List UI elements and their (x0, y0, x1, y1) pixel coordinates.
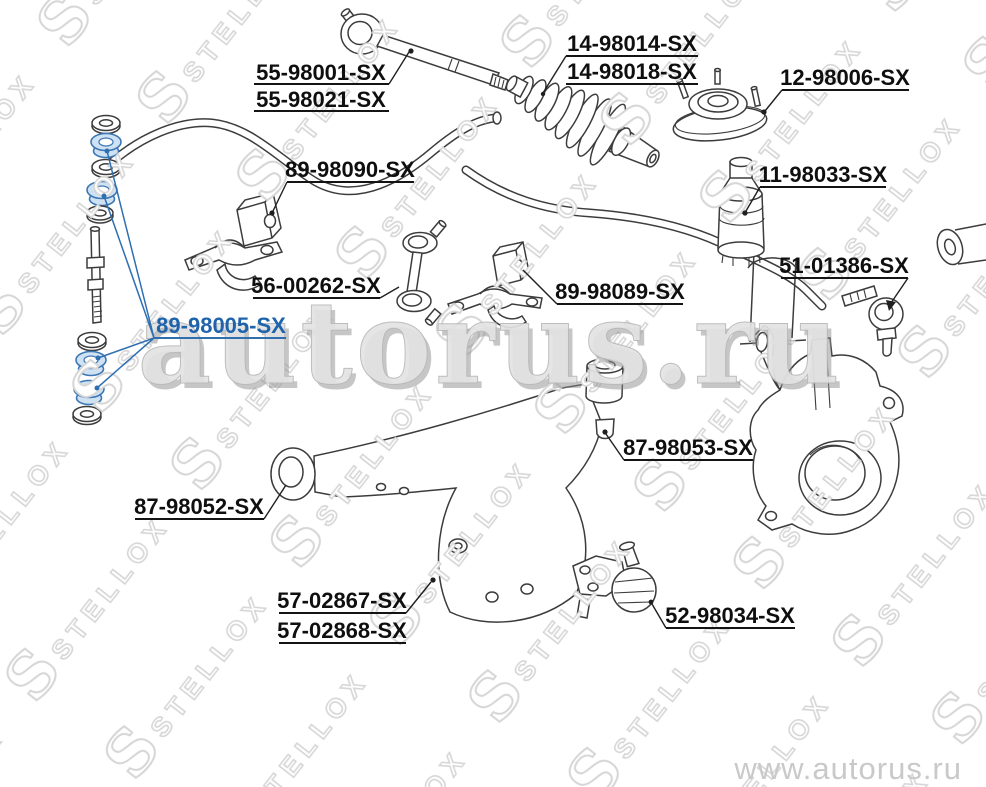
part-label-52-98034: 52-98034-SX (648, 599, 795, 629)
part-number: 11-98033-SX (759, 162, 888, 187)
leader-line (272, 181, 288, 212)
leader-line (405, 581, 432, 614)
part-number: 14-98018-SX (567, 59, 697, 84)
part-label-51-01386: 51-01386-SX (779, 253, 909, 311)
part-label-87-98053: 87-98053-SX (602, 429, 753, 461)
part-label-87-98052: 87-98052-SX (134, 484, 287, 520)
leader-dot (101, 193, 107, 199)
leader-dot (742, 210, 748, 216)
leader-line (522, 269, 558, 305)
part-label-89-98090: 89-98090-SX (269, 157, 415, 216)
part-label-55-98001: 55-98001-SX 55-98021-SX (254, 48, 414, 112)
site-url-watermark: www.autorus.ru (733, 751, 962, 786)
part-number: 87-98053-SX (623, 435, 753, 460)
part-number: 89-98089-SX (555, 279, 685, 304)
leader-line (745, 186, 761, 212)
part-number: 57-02868-SX (277, 618, 407, 643)
part-number: 87-98052-SX (134, 494, 264, 519)
part-number: 51-01386-SX (779, 253, 909, 278)
leader-dot (104, 148, 110, 154)
leader-line (764, 89, 783, 112)
part-label-57-02867: 57-02867-SX 57-02868-SX (277, 577, 436, 644)
leader-line (379, 286, 400, 299)
part-label-89-98089: 89-98089-SX (522, 269, 685, 305)
leader-dot (761, 109, 767, 115)
part-label-56-00262: 56-00262-SX (251, 273, 400, 299)
part-number: 89-98005-SX (156, 313, 286, 338)
part-label-89-98005-highlighted: 89-98005-SX (94, 148, 286, 391)
part-number: 55-98021-SX (256, 87, 386, 112)
leader-line (651, 603, 667, 629)
leader-dot (408, 48, 414, 54)
part-number: 52-98034-SX (665, 603, 795, 628)
leader-line (388, 51, 410, 85)
center-watermark: autorus.ru autorus.ru (137, 276, 846, 416)
part-number: 14-98014-SX (567, 31, 697, 56)
leader-line (542, 55, 567, 94)
leader-arrowhead (886, 300, 896, 311)
leader-line (263, 484, 287, 520)
leader-dot (95, 355, 101, 361)
leader-line (605, 433, 625, 461)
part-label-11-98033: 11-98033-SX (742, 162, 888, 216)
leader-dot (430, 577, 436, 583)
part-label-12-98006: 12-98006-SX (761, 65, 910, 115)
leader-dot (540, 91, 546, 97)
leader-dot (602, 429, 608, 435)
center-watermark-shadow: autorus.ru (141, 281, 846, 415)
leader-line (890, 277, 909, 304)
center-watermark-text: autorus.ru (137, 276, 842, 410)
leader-dot (269, 210, 275, 216)
leader-dot (94, 385, 100, 391)
part-number: 57-02867-SX (277, 588, 407, 613)
leader-dot (648, 599, 654, 605)
labels: 55-98001-SX 55-98021-SX 14-98014-SX 14-9… (94, 31, 910, 644)
part-number: 89-98090-SX (285, 157, 415, 182)
part-label-14-98014: 14-98014-SX 14-98018-SX (540, 31, 698, 97)
part-number: 12-98006-SX (780, 65, 910, 90)
part-number: 55-98001-SX (256, 60, 386, 85)
leader-lines (96, 150, 155, 389)
part-number: 56-00262-SX (251, 273, 381, 298)
